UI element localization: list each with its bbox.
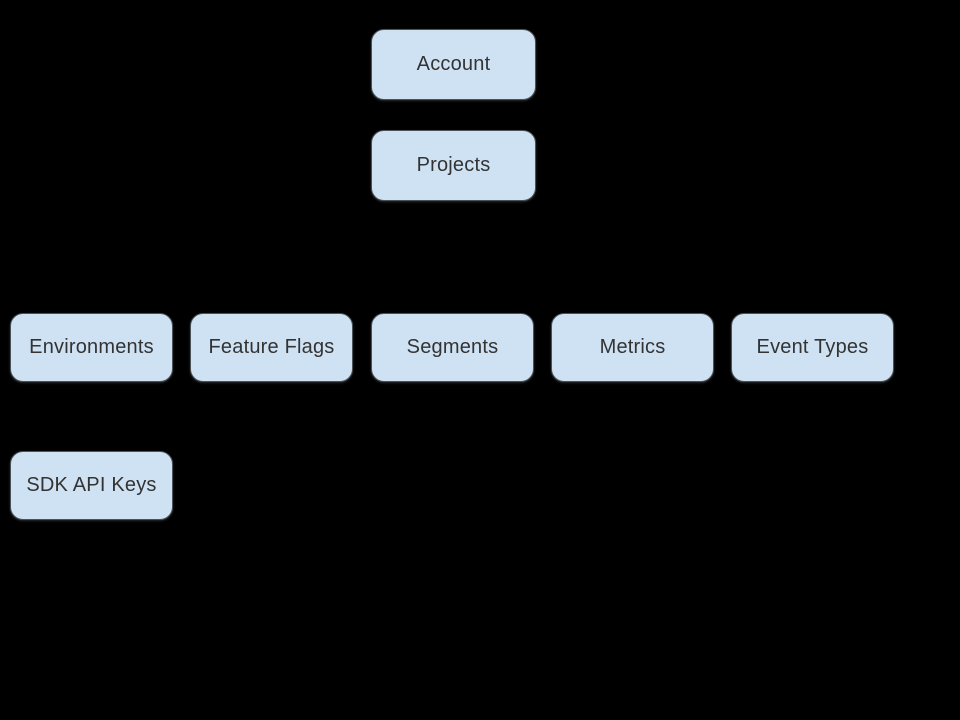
node-label-projects: Projects [416, 154, 491, 176]
node-label-metrics: Metrics [599, 336, 666, 358]
node-event-types: Event Types [731, 313, 894, 382]
node-segments: Segments [371, 313, 534, 382]
node-label-segments: Segments [406, 336, 499, 358]
node-projects: Projects [371, 130, 536, 201]
node-feature-flags: Feature Flags [190, 313, 353, 382]
node-label-environments: Environments [29, 336, 154, 358]
node-label-event-types: Event Types [756, 336, 869, 358]
node-sdk-api-keys: SDK API Keys [10, 451, 173, 520]
node-label-feature-flags: Feature Flags [208, 336, 335, 358]
node-metrics: Metrics [551, 313, 714, 382]
node-label-sdk-api-keys: SDK API Keys [26, 474, 157, 496]
node-environments: Environments [10, 313, 173, 382]
node-account: Account [371, 29, 536, 100]
node-label-account: Account [416, 53, 491, 75]
